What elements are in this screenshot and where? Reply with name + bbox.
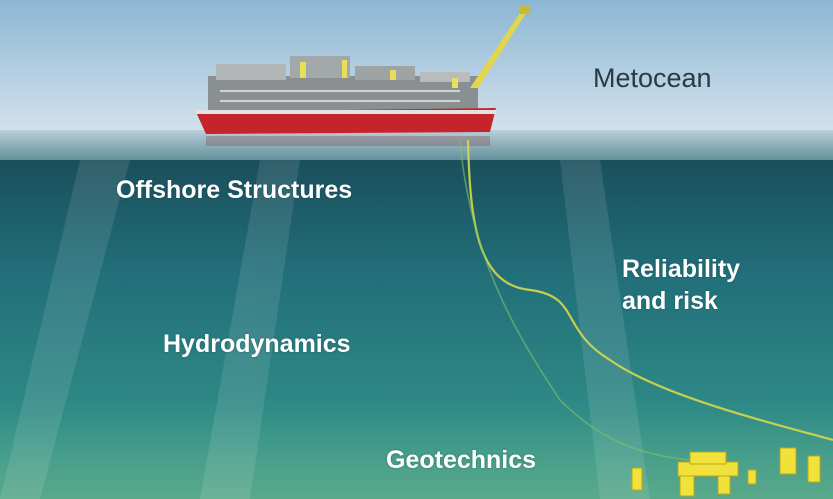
sea-surface xyxy=(0,130,833,162)
riser-line-2 xyxy=(459,139,691,461)
label-metocean: Metocean xyxy=(593,63,712,93)
subsea-equipment xyxy=(631,447,821,497)
label-geotechnics: Geotechnics xyxy=(386,446,537,474)
light-rays xyxy=(0,160,650,499)
fpso-vessel xyxy=(196,6,530,146)
label-reliability-and-risk: Reliability and risk xyxy=(622,255,741,315)
label-offshore-structures: Offshore Structures xyxy=(116,176,353,204)
label-hydrodynamics: Hydrodynamics xyxy=(163,330,351,358)
